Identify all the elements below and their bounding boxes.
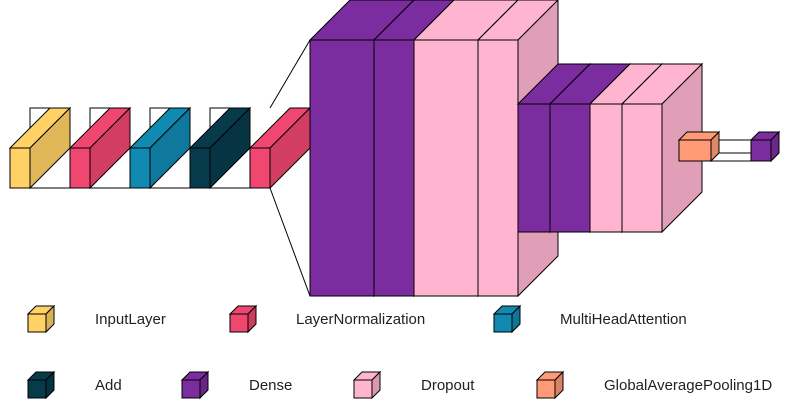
dropout-swatch-icon (352, 370, 382, 400)
legend-label-input-layer: InputLayer (95, 311, 166, 328)
legend-item-multi-head-attention (490, 304, 522, 336)
connector-line (269, 187, 311, 297)
legend-item-global-average-pooling-1d (533, 370, 565, 402)
dense-block (749, 130, 781, 163)
layer-normalization-swatch-icon (228, 304, 258, 334)
layer-normalization-block (248, 106, 312, 190)
legend-item-add (24, 370, 56, 402)
global-average-pooling-1d-swatch-icon (535, 370, 565, 400)
legend-label-add: Add (95, 377, 122, 394)
add-swatch-icon (26, 370, 56, 400)
legend-label-multi-head-attention: MultiHeadAttention (560, 311, 687, 328)
legend-label-global-average-pooling-1d: GlobalAveragePooling1D (604, 377, 773, 394)
legend-item-dense (178, 370, 210, 402)
add-block (188, 106, 252, 190)
legend-item-layer-normalization (226, 304, 258, 336)
multi-head-attention-block (128, 106, 192, 190)
connector-line (269, 39, 311, 109)
legend-item-dropout (350, 370, 382, 402)
legend-label-dropout: Dropout (421, 377, 475, 394)
layer-normalization-block (68, 106, 132, 190)
model-architecture-diagram (8, 0, 781, 298)
global-average-pooling1-d-block (677, 130, 721, 163)
input-layer-swatch-icon (26, 304, 56, 334)
legend-label-dense: Dense (249, 377, 293, 394)
legend-label-layer-normalization: LayerNormalization (296, 311, 426, 328)
dense-swatch-icon (180, 370, 210, 400)
legend-item-input-layer (24, 304, 56, 336)
layer-blocks (8, 0, 781, 298)
multi-head-attention-swatch-icon (492, 304, 522, 334)
input-layer-block (8, 106, 72, 190)
